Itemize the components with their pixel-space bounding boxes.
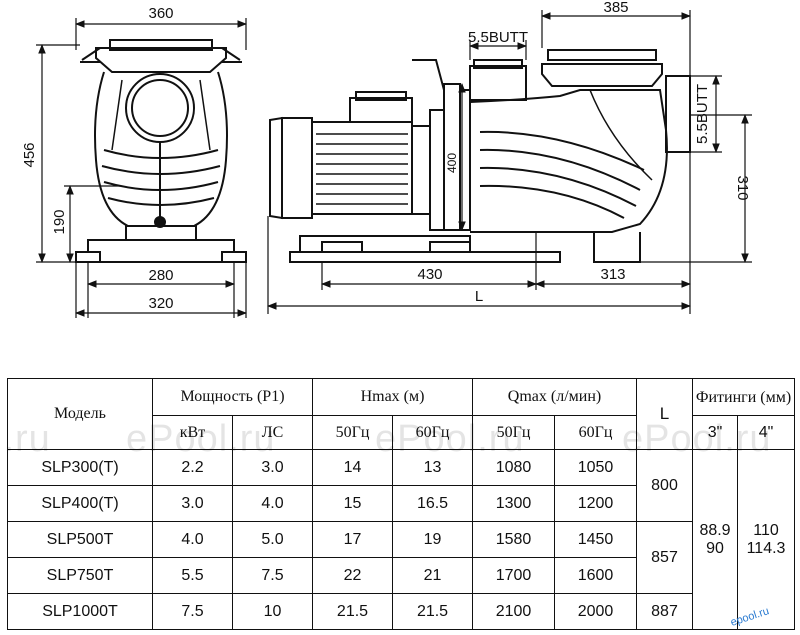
- cell-h50: 21.5: [312, 593, 393, 630]
- cell-q50: 1580: [472, 521, 556, 558]
- cell-l: 887: [636, 593, 694, 630]
- cell-h50: 22: [312, 557, 393, 594]
- fit-3-value: 90: [706, 539, 724, 557]
- dim-base-inner: 280: [148, 267, 173, 284]
- cell-fit-4: 110 114.3: [737, 449, 796, 630]
- header-power: Мощность (P1): [152, 378, 313, 416]
- cell-model: SLP400(T): [7, 485, 153, 522]
- cell-model: SLP300(T): [7, 449, 153, 486]
- cell-q50: 1080: [472, 449, 556, 486]
- cell-hp: 3.0: [232, 449, 313, 486]
- dim-front-width: 360: [148, 5, 173, 22]
- cell-kw: 5.5: [152, 557, 233, 594]
- dim-front-height: 456: [21, 142, 38, 167]
- pump-technical-drawing: 360 456 190 280 320: [21, 0, 752, 318]
- cell-l: 857: [636, 521, 694, 594]
- header-hmax-60: 60Гц: [391, 415, 474, 450]
- cell-model: SLP500T: [7, 521, 153, 558]
- cell-fit-3: 88.9 90: [692, 449, 739, 630]
- cell-q50: 1300: [472, 485, 556, 522]
- cell-q60: 1200: [554, 485, 638, 522]
- cell-hp: 7.5: [232, 557, 313, 594]
- dim-side-length: 385: [603, 0, 628, 16]
- header-fit-4: 4": [737, 415, 796, 450]
- header-qmax-50: 50Гц: [472, 415, 556, 450]
- cell-q60: 2000: [554, 593, 638, 630]
- cell-h60: 13: [391, 449, 474, 486]
- table-row: SLP500T 4.0 5.0 17 19 1580 1450 857: [7, 521, 795, 594]
- cell-q60: 1450: [554, 521, 638, 558]
- header-power-hp: ЛС: [232, 415, 313, 450]
- front-view: [75, 39, 247, 263]
- dim-base-outer: 320: [148, 295, 173, 312]
- cell-kw: 4.0: [152, 521, 233, 558]
- table-row: SLP750T 5.5 7.5 22 21 1700 1600: [7, 557, 795, 594]
- cell-l: 800: [636, 449, 694, 522]
- cell-h60: 21.5: [391, 593, 474, 630]
- table-row: SLP400(T) 3.0 4.0 15 16.5 1300 1200: [7, 485, 795, 522]
- cell-q50: 1700: [472, 557, 556, 594]
- table-row: SLP1000T 7.5 10 21.5 21.5 2100 2000 887: [7, 593, 795, 630]
- header-fittings: Фитинги (мм): [692, 378, 796, 416]
- cell-h60: 21: [391, 557, 474, 594]
- cell-model: SLP1000T: [7, 593, 153, 630]
- cell-h60: 19: [391, 521, 474, 558]
- side-view: [269, 49, 691, 263]
- dim-total-length: L: [475, 288, 483, 305]
- dim-motor-length: 430: [417, 266, 442, 283]
- cell-h50: 14: [312, 449, 393, 486]
- cell-q50: 2100: [472, 593, 556, 630]
- side-dimensions: [267, 10, 752, 314]
- header-qmax: Qmax (л/мин): [472, 378, 638, 416]
- header-l: L: [636, 378, 694, 450]
- cell-q60: 1050: [554, 449, 638, 486]
- cell-kw: 7.5: [152, 593, 233, 630]
- cell-kw: 2.2: [152, 449, 233, 486]
- header-hmax-50: 50Гц: [312, 415, 393, 450]
- header-power-kw: кВт: [152, 415, 233, 450]
- header-fit-3: 3": [692, 415, 739, 450]
- spec-table: Модель Мощность (P1) Hmax (м) Qmax (л/ми…: [7, 378, 796, 630]
- cell-h50: 17: [312, 521, 393, 558]
- fit-4-value: 114.3: [746, 539, 786, 557]
- header-hmax: Hmax (м): [311, 378, 474, 416]
- dim-pump-length: 313: [600, 266, 625, 283]
- dim-front-axis: 190: [51, 209, 68, 234]
- cell-h60: 16.5: [391, 485, 474, 522]
- cell-hp: 10: [232, 593, 313, 630]
- fit-4-value: 110: [753, 521, 779, 539]
- dim-inlet-side: 5.5BUTT: [694, 84, 711, 144]
- front-dimensions: [36, 18, 247, 318]
- cell-kw: 3.0: [152, 485, 233, 522]
- fit-3-value: 88.9: [699, 521, 731, 539]
- dim-flange-height: 400: [445, 153, 459, 173]
- table-row: SLP300(T) 2.2 3.0 14 13 1080 1050 800 88…: [7, 449, 796, 630]
- cell-hp: 4.0: [232, 485, 313, 522]
- header-model: Модель: [7, 378, 153, 450]
- cell-model: SLP750T: [7, 557, 153, 594]
- header-qmax-60: 60Гц: [554, 415, 638, 450]
- dim-outlet-top: 5.5BUTT: [468, 29, 528, 46]
- cell-h50: 15: [312, 485, 393, 522]
- cell-hp: 5.0: [232, 521, 313, 558]
- cell-q60: 1600: [554, 557, 638, 594]
- dim-axis-side: 310: [734, 175, 751, 200]
